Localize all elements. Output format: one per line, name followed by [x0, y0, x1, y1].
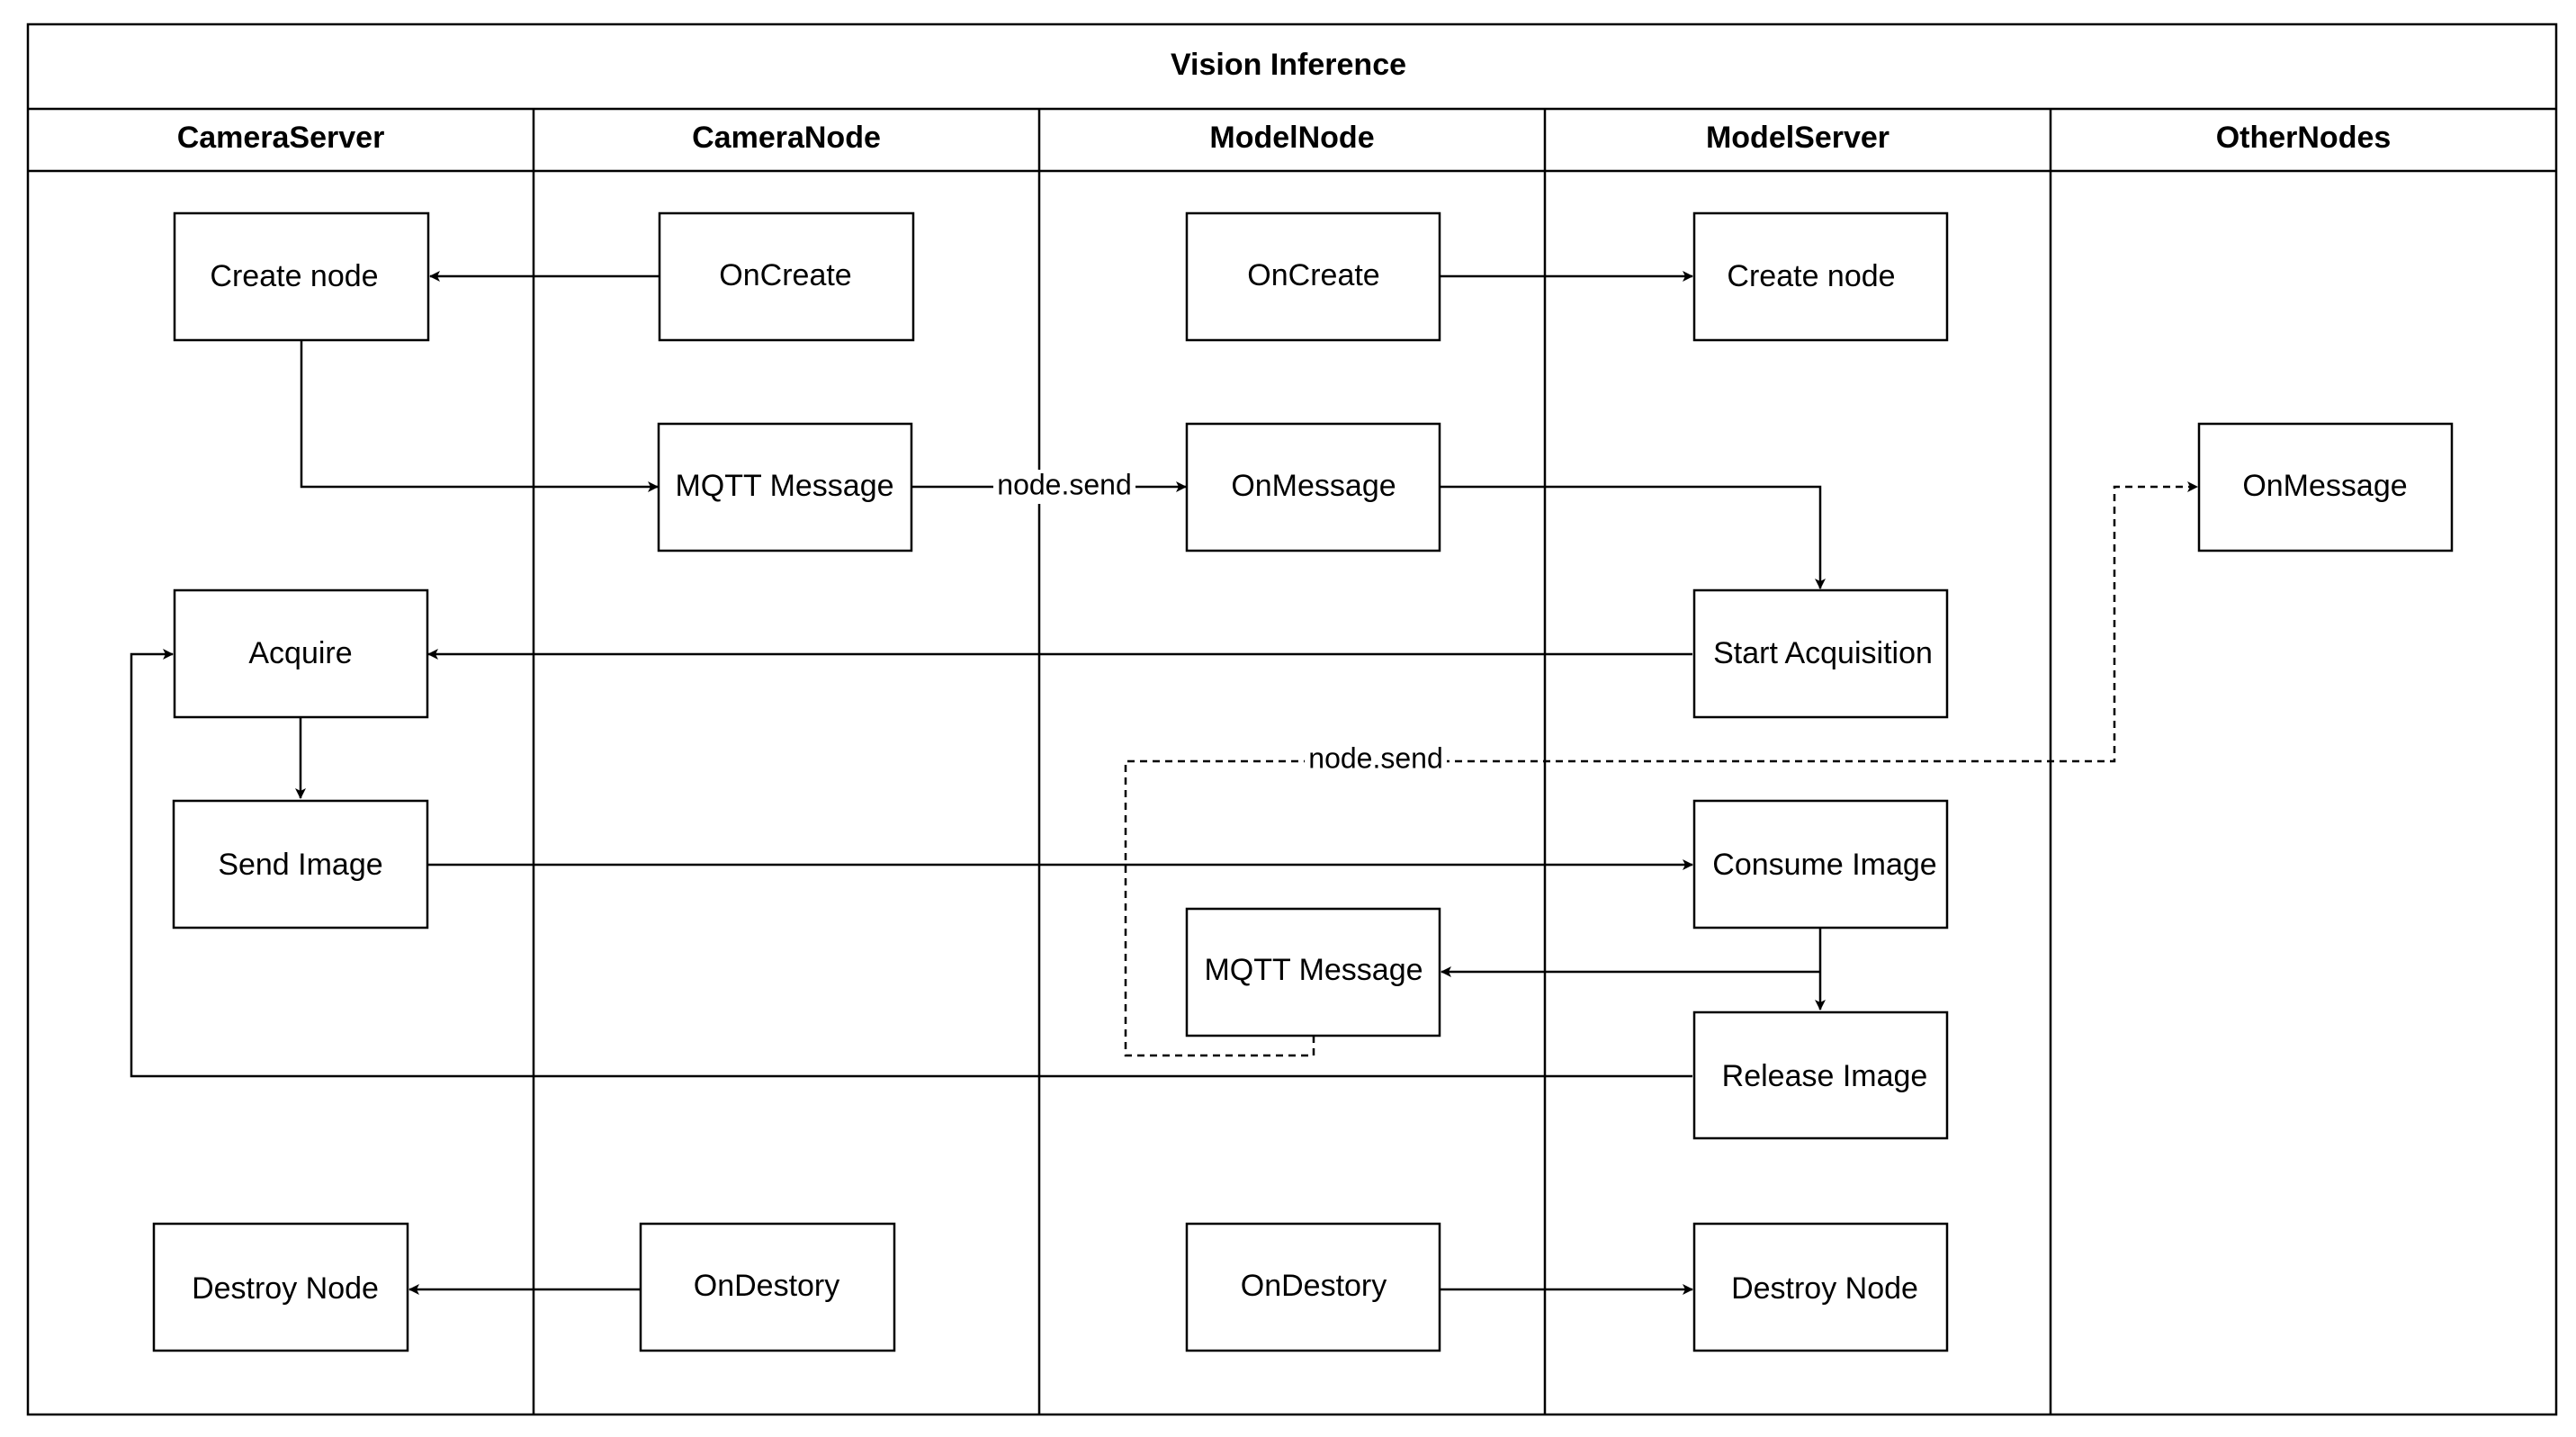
edge-label-node-send-2-text: node.send	[1308, 741, 1442, 774]
node-cs-acquire: Acquire	[173, 588, 429, 719]
svg-text:OnDestory: OnDestory	[1241, 1269, 1387, 1303]
lane-header-other-nodes: OtherNodes	[2216, 121, 2392, 155]
svg-text:OnMessage: OnMessage	[2242, 469, 2407, 503]
edges	[130, 271, 2198, 1295]
edge-mn-mqtt-to-on-onmessage	[1124, 481, 2198, 1057]
node-ms-destroy: Destroy Node	[1692, 1222, 1949, 1352]
node-ms-start-acquisition: Start Acquisition	[1692, 588, 1949, 719]
node-mn-oncreate: OnCreate	[1185, 211, 1441, 342]
svg-text:OnDestory: OnDestory	[694, 1269, 840, 1303]
svg-text:Release Image: Release Image	[1722, 1059, 1928, 1093]
node-cs-create: Create node	[173, 211, 430, 342]
edge-cs-create-to-cn-mqtt	[300, 340, 659, 492]
edge-label-node-send-2: node.send	[1305, 741, 1447, 778]
node-cn-oncreate: OnCreate	[658, 211, 915, 342]
node-ms-create: Create node	[1692, 211, 1949, 342]
svg-text:MQTT Message: MQTT Message	[675, 469, 893, 503]
diagram-title: Vision Inference	[1171, 48, 1406, 82]
svg-text:OnCreate: OnCreate	[719, 258, 851, 292]
svg-text:OnMessage: OnMessage	[1231, 469, 1396, 503]
svg-text:Create node: Create node	[1727, 259, 1895, 293]
lane-header-camera-node: CameraNode	[692, 121, 881, 155]
svg-text:Destroy Node: Destroy Node	[192, 1271, 379, 1306]
node-mn-ondestory: OnDestory	[1185, 1222, 1441, 1352]
svg-text:Start Acquisition: Start Acquisition	[1713, 636, 1933, 670]
node-ms-release-image: Release Image	[1692, 1010, 1949, 1140]
svg-text:OnCreate: OnCreate	[1247, 258, 1379, 292]
svg-text:MQTT Message: MQTT Message	[1204, 953, 1423, 987]
node-cs-destroy: Destroy Node	[152, 1222, 409, 1352]
node-cn-mqtt: MQTT Message	[657, 422, 913, 552]
edge-label-node-send-1: node.send	[993, 468, 1135, 504]
pool-frame	[26, 22, 2558, 1416]
lane-header-model-node: ModelNode	[1209, 121, 1374, 155]
svg-text:Consume Image: Consume Image	[1712, 848, 1936, 882]
node-on-onmessage: OnMessage	[2197, 422, 2454, 552]
edge-mn-onmessage-to-ms-start	[1440, 485, 1826, 589]
node-cn-ondestory: OnDestory	[639, 1222, 896, 1352]
node-mn-mqtt: MQTT Message	[1185, 907, 1441, 1037]
node-ms-consume-image: Consume Image	[1692, 799, 1949, 930]
node-mn-onmessage: OnMessage	[1185, 422, 1441, 552]
svg-text:Create node: Create node	[210, 259, 378, 293]
node-cs-send-image: Send Image	[172, 799, 429, 930]
lane-header-model-server: ModelServer	[1706, 121, 1889, 155]
edge-label-node-send-1-text: node.send	[997, 468, 1131, 500]
svg-text:Acquire: Acquire	[248, 636, 352, 670]
svg-text:Destroy Node: Destroy Node	[1731, 1271, 1918, 1306]
lane-header-camera-server: CameraServer	[177, 121, 385, 155]
edge-ms-release-to-cs-acquire	[130, 649, 1692, 1078]
svg-text:Send Image: Send Image	[218, 848, 382, 882]
